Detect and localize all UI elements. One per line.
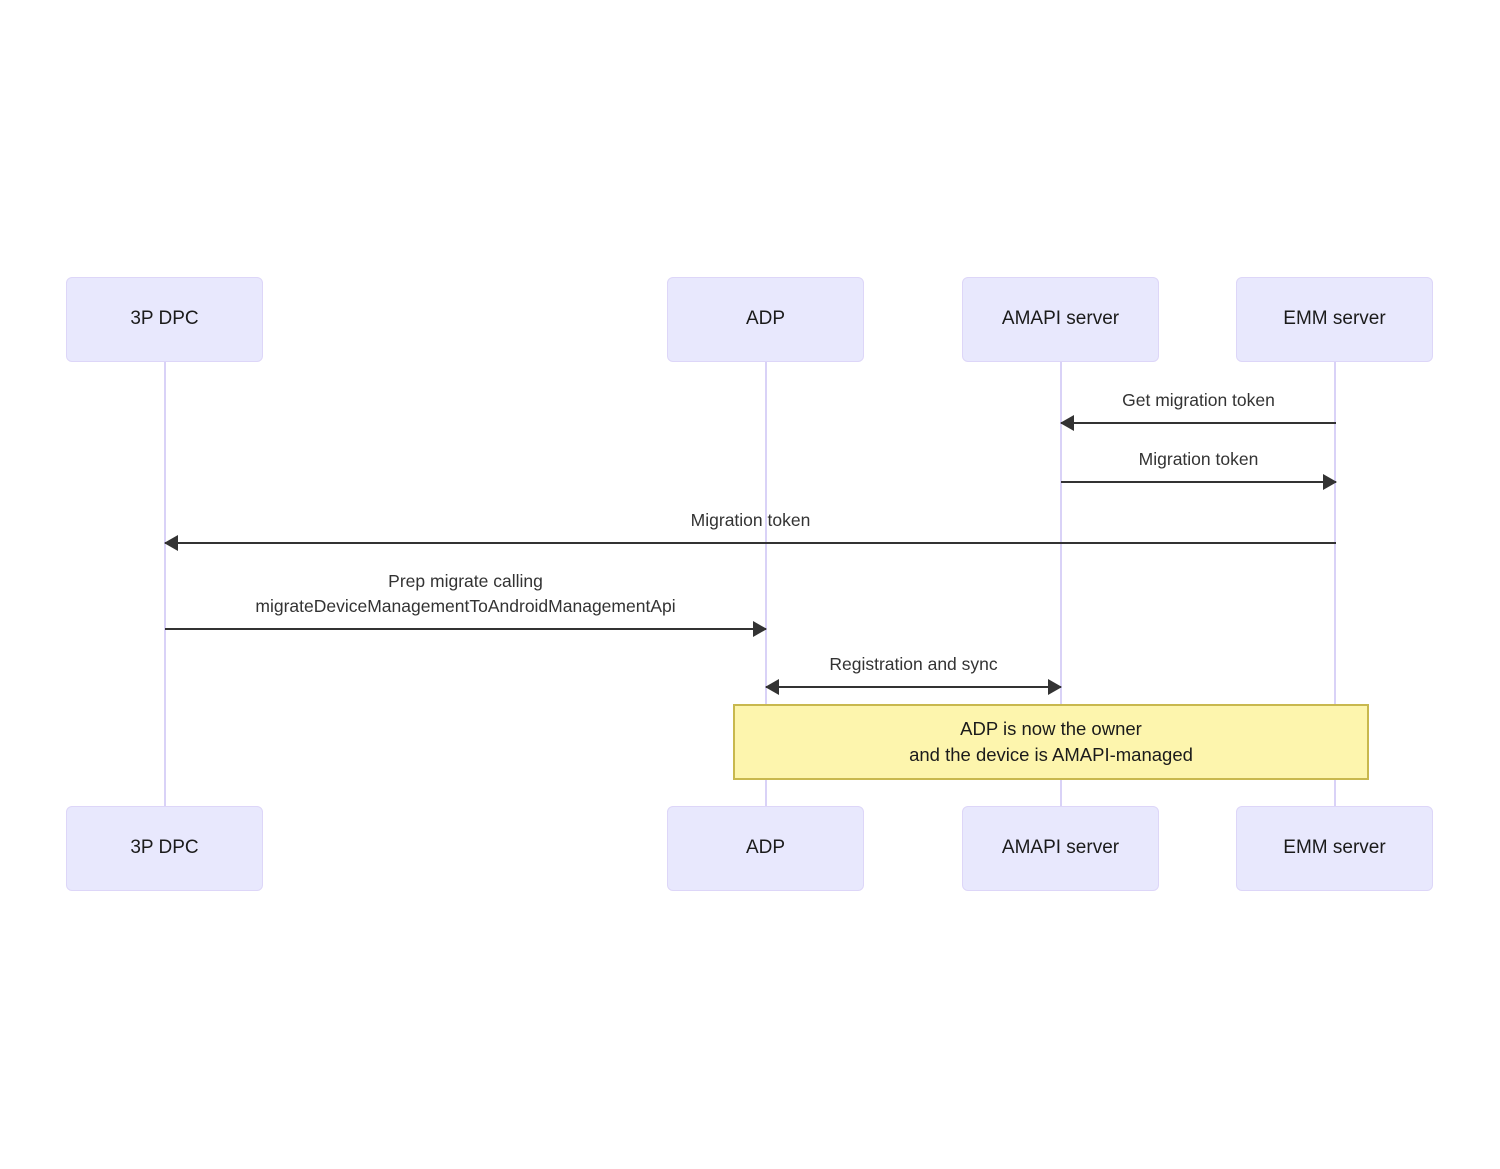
message-line	[766, 686, 1061, 688]
note-line-2: and the device is AMAPI-managed	[909, 744, 1193, 765]
arrow-head-left-icon	[164, 535, 178, 551]
lifeline-emm-server	[1334, 362, 1336, 806]
message-label-line-1: Prep migrate calling	[388, 571, 543, 591]
lifeline-adp	[765, 362, 767, 806]
participant-box-3p-dpc-bottom[interactable]: 3P DPC	[66, 806, 263, 891]
participant-label: ADP	[745, 308, 786, 330]
participant-box-amapi-server-bottom[interactable]: AMAPI server	[962, 806, 1159, 891]
message-label-line-2: migrateDeviceManagementToAndroidManageme…	[255, 596, 676, 616]
message-line	[1061, 481, 1336, 483]
message-line	[1061, 422, 1336, 424]
message-label: Prep migrate calling migrateDeviceManage…	[165, 569, 766, 619]
participant-label: EMM server	[1283, 837, 1386, 859]
participant-box-emm-server-bottom[interactable]: EMM server	[1236, 806, 1433, 891]
participant-label: 3P DPC	[130, 837, 199, 859]
participant-box-adp-top[interactable]: ADP	[667, 277, 864, 362]
participant-box-emm-server-top[interactable]: EMM server	[1236, 277, 1433, 362]
participant-box-3p-dpc-top[interactable]: 3P DPC	[66, 277, 263, 362]
message-label: Registration and sync	[829, 654, 998, 674]
arrow-head-right-icon	[1048, 679, 1062, 695]
participant-label: 3P DPC	[130, 308, 199, 330]
participant-label: ADP	[745, 837, 786, 859]
participant-label: AMAPI server	[1001, 308, 1120, 330]
participant-box-amapi-server-top[interactable]: AMAPI server	[962, 277, 1159, 362]
participant-box-adp-bottom[interactable]: ADP	[667, 806, 864, 891]
arrow-head-right-icon	[1323, 474, 1337, 490]
note-adp-owner: ADP is now the owner and the device is A…	[733, 704, 1369, 780]
lifeline-3p-dpc	[164, 362, 166, 806]
message-line	[165, 628, 766, 630]
arrow-head-left-icon	[1060, 415, 1074, 431]
message-label: Migration token	[690, 510, 811, 530]
arrow-head-left-icon	[765, 679, 779, 695]
message-label: Get migration token	[1122, 390, 1275, 410]
lifeline-amapi-server	[1060, 362, 1062, 806]
arrow-head-right-icon	[753, 621, 767, 637]
message-label: Migration token	[1138, 449, 1259, 469]
message-line	[165, 542, 1336, 544]
participant-label: AMAPI server	[1001, 837, 1120, 859]
participant-label: EMM server	[1283, 308, 1386, 330]
note-line-1: ADP is now the owner	[960, 718, 1142, 739]
